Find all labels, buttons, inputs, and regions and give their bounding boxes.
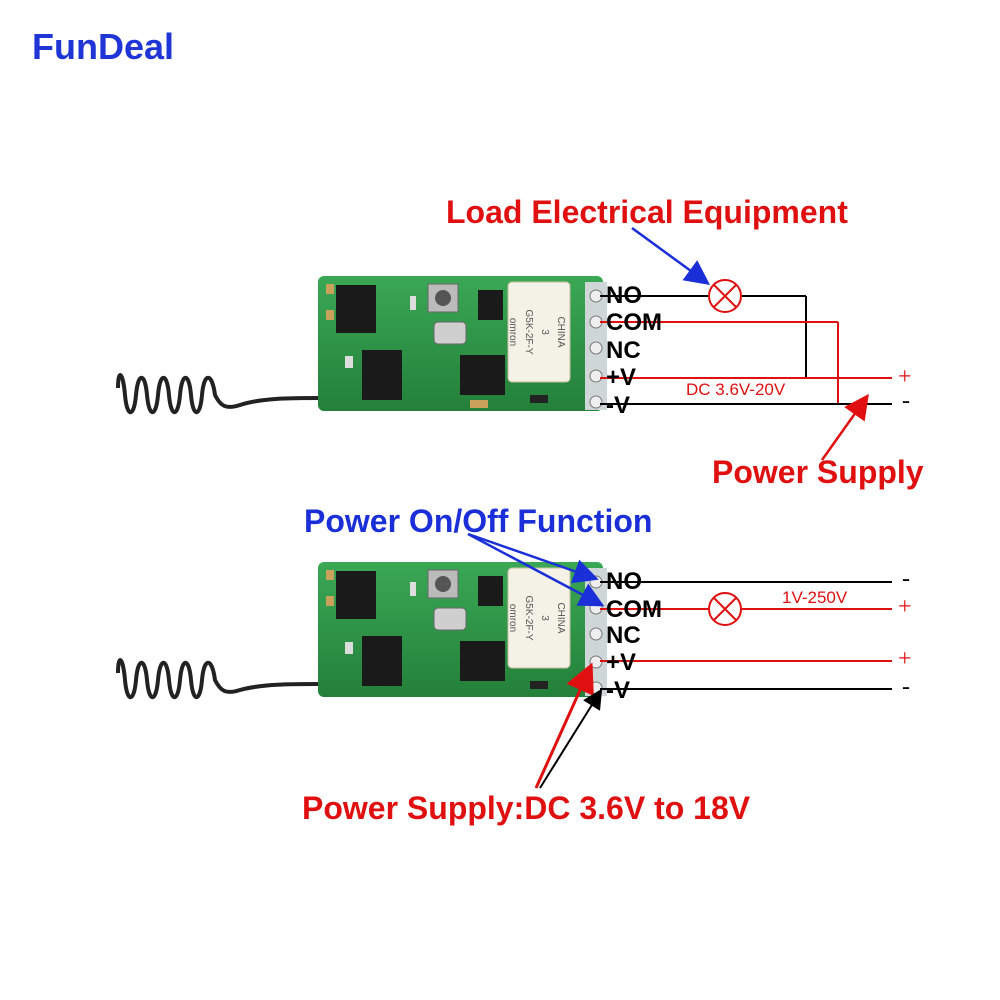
relay-marking: G5K-2F-Y: [523, 309, 534, 354]
relay-marking: G5K-2F-Y: [523, 595, 534, 640]
lamp-symbol-2: [708, 592, 742, 626]
plus-sign: +: [898, 364, 912, 390]
pin-com-label: COM: [606, 596, 662, 623]
power-on-off-label: Power On/Off Function: [304, 503, 653, 539]
antenna-coil: [116, 658, 321, 700]
wires-module-2: [467, 532, 892, 789]
minus-sign: -: [902, 566, 910, 592]
antenna-coil: [116, 373, 321, 415]
voltage-range-label: 1V-250V: [782, 588, 848, 607]
lamp-symbol-1: [708, 279, 742, 313]
minus-sign: -: [902, 674, 910, 700]
pin-nc-label: NC: [606, 337, 641, 364]
relay: [507, 567, 571, 669]
pin-plus-v-label: +V: [606, 364, 637, 391]
pin-com-label: COM: [606, 309, 662, 336]
power-supply-dc-label: Power Supply:DC 3.6V to 18V: [302, 790, 751, 826]
relay-marking: CHINA: [555, 316, 566, 347]
relay-marking: omron: [507, 604, 518, 632]
pin-minus-v-label: -V: [606, 392, 630, 419]
voltage-range-label: DC 3.6V-20V: [686, 380, 786, 399]
relay-marking: CHINA: [555, 602, 566, 633]
plus-sign: +: [898, 594, 912, 620]
receiver-module-2: [116, 562, 607, 700]
relay: [507, 281, 571, 383]
relay-marking: omron: [507, 318, 518, 346]
receiver-module-1: [116, 276, 607, 415]
relay-marking: 3: [539, 615, 550, 621]
relay-marking: 3: [539, 329, 550, 335]
plus-sign: +: [898, 646, 912, 672]
power-supply-label: Power Supply: [712, 454, 924, 490]
wires-module-1: [600, 226, 892, 461]
pin-minus-v-label: -V: [606, 677, 630, 704]
minus-sign: -: [902, 388, 910, 414]
pin-no-label: NO: [606, 282, 642, 309]
brand-logo: FunDeal: [32, 26, 175, 67]
pin-nc-label: NC: [606, 622, 641, 649]
pin-plus-v-label: +V: [606, 649, 637, 676]
pin-no-label: NO: [606, 568, 642, 595]
load-equipment-label: Load Electrical Equipment: [446, 194, 848, 230]
